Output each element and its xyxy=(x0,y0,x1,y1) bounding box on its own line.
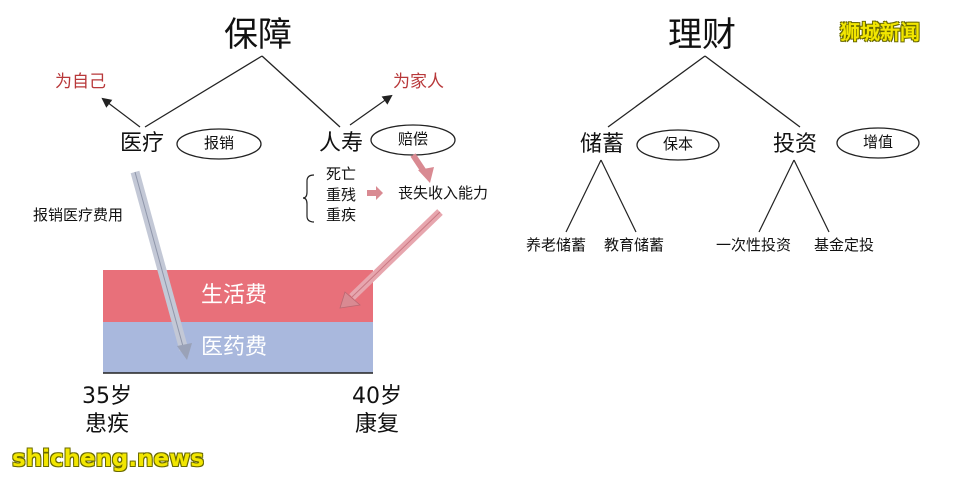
reimburse-badge xyxy=(176,128,262,160)
end-event: 康复 xyxy=(354,411,399,437)
life-events-brace xyxy=(302,174,315,223)
watermark-bottom: shicheng.news xyxy=(12,446,205,472)
timeline-start: 35岁 患疾 xyxy=(82,383,132,438)
medical-cost-label: 医药费 xyxy=(201,335,268,360)
living-cost-label: 生活费 xyxy=(201,283,268,308)
life-event-death: 死亡 xyxy=(326,165,357,183)
life-event-critical-illness: 重疾 xyxy=(326,206,357,224)
branch-line xyxy=(607,55,706,128)
branch-line xyxy=(261,55,341,128)
for-family-label: 为家人 xyxy=(393,72,444,92)
appreciation-badge xyxy=(836,127,920,159)
living-cost-band xyxy=(103,270,373,322)
life-label: 人寿 xyxy=(319,131,364,156)
retirement-savings: 养老储蓄 xyxy=(526,236,587,254)
branch-line xyxy=(758,159,795,233)
life-event-disability: 重残 xyxy=(326,186,357,204)
reimburse-badge-text: 报销 xyxy=(204,134,235,152)
loss-to-living-arrow-head xyxy=(339,291,361,309)
medical-to-cost-arrow-edge xyxy=(134,171,185,351)
arrow-to-self xyxy=(101,97,141,128)
branch-line xyxy=(793,159,830,233)
principal-badge-text: 保本 xyxy=(663,135,694,153)
branch-line xyxy=(565,159,602,233)
finance-title: 理财 xyxy=(668,15,736,55)
reimburse-note: 报销医疗费用 xyxy=(33,206,124,224)
start-age: 35岁 xyxy=(82,384,132,409)
compensation-arrow-head xyxy=(418,167,434,183)
branch-line xyxy=(600,159,637,233)
investment-label: 投资 xyxy=(773,132,818,157)
medical-cost-band xyxy=(103,322,373,373)
end-age: 40岁 xyxy=(352,384,402,409)
branch-line xyxy=(144,55,263,128)
fund-regular-investment: 基金定投 xyxy=(814,236,875,254)
medical-label: 医疗 xyxy=(120,131,165,156)
arrow-to-family xyxy=(349,94,393,126)
start-event: 患疾 xyxy=(84,411,129,437)
principal-badge xyxy=(636,129,720,161)
loss-to-living-arrow-edge xyxy=(351,211,441,298)
education-savings: 教育储蓄 xyxy=(604,236,665,254)
protection-title: 保障 xyxy=(224,15,292,55)
savings-label: 储蓄 xyxy=(580,132,625,157)
lump-sum-investment: 一次性投资 xyxy=(716,236,792,254)
branch-line xyxy=(704,55,801,128)
compensation-badge-text: 赔偿 xyxy=(398,130,429,148)
watermark-top: 狮城新闻 xyxy=(840,20,920,44)
income-loss-label: 丧失收入能力 xyxy=(398,184,489,202)
events-to-loss-arrow xyxy=(367,186,383,200)
medical-to-cost-arrow-head xyxy=(177,343,192,360)
for-self-label: 为自己 xyxy=(55,72,106,92)
timeline-end: 40岁 康复 xyxy=(352,383,402,438)
appreciation-badge-text: 增值 xyxy=(863,133,894,151)
